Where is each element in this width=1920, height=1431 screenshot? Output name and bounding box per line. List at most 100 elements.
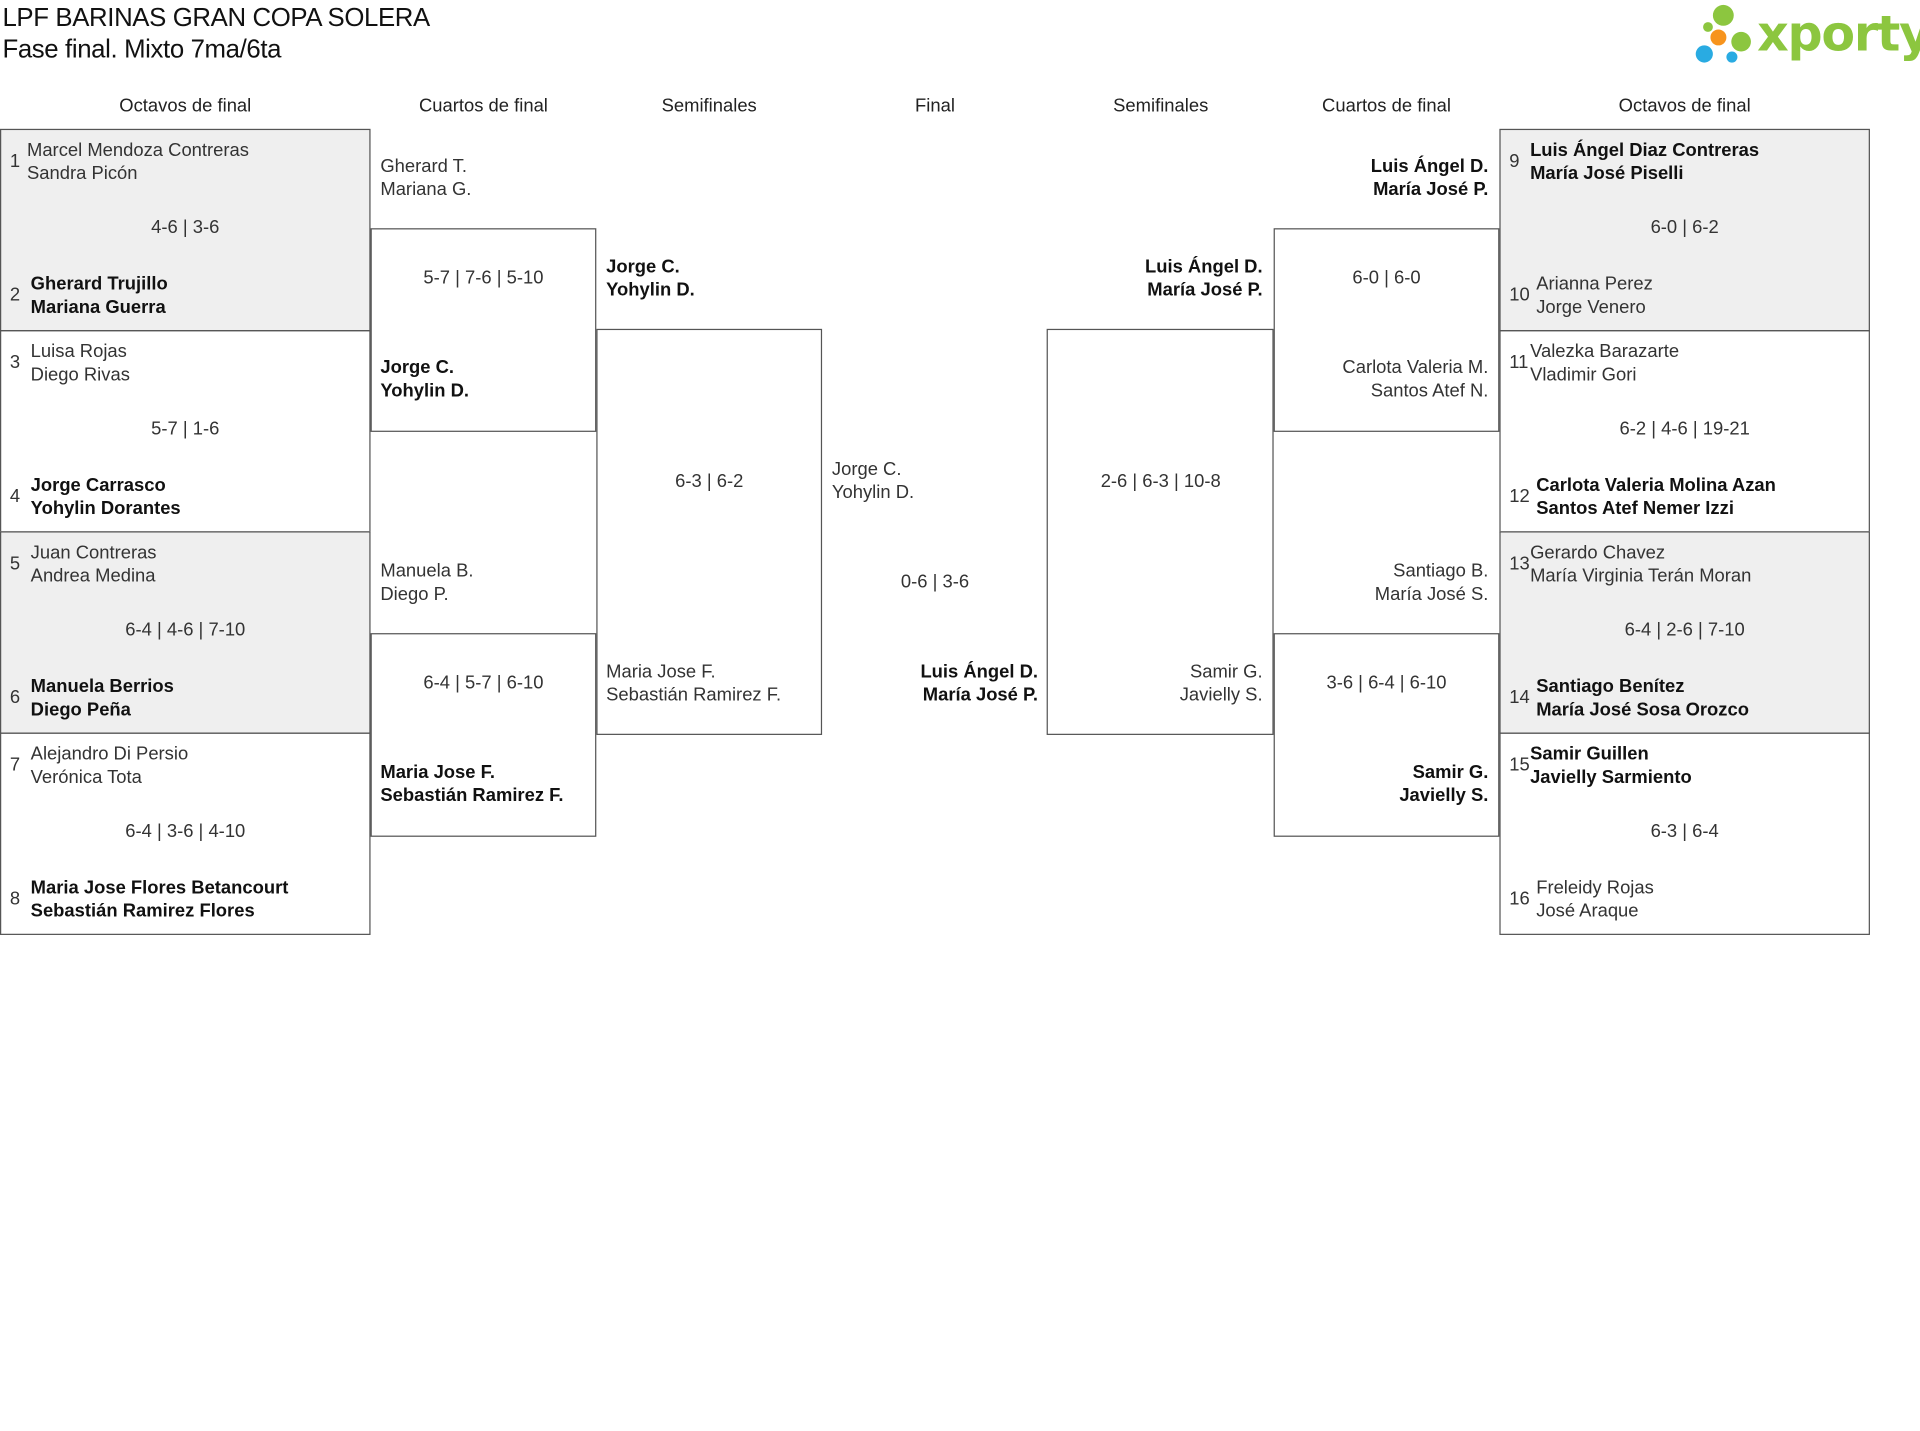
player-name: Luis Ángel D. bbox=[1370, 155, 1489, 177]
player-name: Jorge C. bbox=[606, 256, 680, 278]
seed-number: 11 bbox=[1509, 352, 1529, 374]
player-name: Marcel Mendoza Contreras bbox=[26, 139, 249, 161]
match-box-r16-right bbox=[1499, 732, 1870, 935]
player-name: Diego Peña bbox=[30, 699, 131, 721]
match-box-qf-right bbox=[1273, 228, 1500, 432]
seed-number: 6 bbox=[9, 687, 21, 708]
player-name: María José S. bbox=[1374, 584, 1489, 605]
player-name: Santos Atef Nemer Izzi bbox=[1536, 498, 1734, 520]
seed-number: 10 bbox=[1509, 284, 1530, 306]
team-a: Manuela B.Diego P. bbox=[380, 560, 473, 607]
player-name: Gherard T. bbox=[380, 155, 467, 177]
match-score: 0-6 | 3-6 bbox=[900, 571, 970, 593]
player-name: Samir G. bbox=[1412, 761, 1489, 783]
match-score: 6-3 | 6-2 bbox=[675, 471, 744, 493]
player-name: Carlota Valeria M. bbox=[1342, 357, 1489, 378]
logo-dot-orange-icon bbox=[1710, 29, 1727, 46]
seed-number: 16 bbox=[1509, 888, 1530, 910]
player-name: Samir G. bbox=[1189, 661, 1263, 683]
player-name: Mariana Guerra bbox=[30, 296, 166, 318]
player-name: Santiago Benítez bbox=[1536, 676, 1685, 697]
match-score: 6-4 | 5-7 | 6-10 bbox=[423, 672, 544, 694]
player-name: Maria Jose Flores Betancourt bbox=[30, 877, 289, 899]
match-box-r16-right bbox=[1499, 128, 1870, 332]
match-box-sf-right bbox=[1046, 328, 1274, 735]
player-name: María José Piselli bbox=[1530, 163, 1684, 185]
match-box-r16-left bbox=[0, 531, 371, 734]
player-name: Andrea Medina bbox=[30, 565, 156, 587]
player-name: María José Sosa Orozco bbox=[1536, 699, 1749, 721]
player-name: Diego P. bbox=[380, 584, 449, 605]
match-box-r16-left bbox=[0, 732, 371, 935]
player-name: Jorge Carrasco bbox=[30, 474, 166, 496]
player-name: Yohylin D. bbox=[606, 279, 695, 301]
match-score: 2-6 | 6-3 | 10-8 bbox=[1100, 471, 1221, 493]
player-name: Jorge Venero bbox=[1536, 296, 1646, 318]
match-score: 6-3 | 6-4 bbox=[1650, 820, 1719, 842]
player-name: Yohylin D. bbox=[380, 380, 470, 402]
player-name: Verónica Tota bbox=[30, 766, 142, 788]
player-name: Luis Ángel D. bbox=[920, 661, 1039, 683]
xporty-logo: xporty bbox=[1693, 4, 1920, 69]
player-name: Carlota Valeria Molina Azan bbox=[1536, 474, 1776, 496]
match-score: 5-7 | 7-6 | 5-10 bbox=[423, 267, 544, 289]
seed-number: 13 bbox=[1509, 553, 1530, 575]
round-header-qf-left: Cuartos de final bbox=[418, 95, 548, 117]
logo-dot-green-right-icon bbox=[1731, 31, 1751, 52]
round-header-r16-left: Octavos de final bbox=[119, 95, 252, 117]
player-name: Luis Ángel D. bbox=[1144, 256, 1263, 278]
team-b: Maria Jose F.Sebastián Ramirez F. bbox=[380, 761, 563, 808]
seed-number: 7 bbox=[9, 754, 21, 776]
player-name: Freleidy Rojas bbox=[1536, 877, 1654, 899]
player-name: María Virginia Terán Moran bbox=[1530, 565, 1752, 587]
match-score: 6-4 | 3-6 | 4-10 bbox=[125, 820, 246, 842]
match-box-qf-left bbox=[370, 633, 597, 837]
player-name: Alejandro Di Persio bbox=[30, 743, 189, 765]
team-b: Samir G.Javielly S. bbox=[1255, 761, 1488, 808]
seed-number: 15 bbox=[1509, 754, 1530, 776]
match-box-qf-left bbox=[370, 228, 597, 432]
player-name: Arianna Perez bbox=[1536, 273, 1653, 295]
logo-dot-green-icon bbox=[1712, 4, 1734, 26]
seed-number: 4 bbox=[9, 485, 21, 507]
seed-number: 9 bbox=[1509, 150, 1520, 172]
round-header-sf-left: Semifinales bbox=[661, 95, 757, 117]
match-score: 3-6 | 6-4 | 6-10 bbox=[1326, 672, 1447, 694]
seed-number: 5 bbox=[9, 553, 21, 575]
player-name: Jorge C. bbox=[380, 357, 455, 378]
team-b: Maria Jose F.Sebastián Ramirez F. bbox=[606, 660, 781, 707]
seed-number: 14 bbox=[1509, 687, 1530, 708]
page-subtitle: Fase final. Mixto 7ma/6ta bbox=[2, 35, 282, 64]
team-b: Carlota Valeria M.Santos Atef N. bbox=[1255, 356, 1488, 403]
player-name: Juan Contreras bbox=[30, 542, 157, 564]
match-score: 4-6 | 3-6 bbox=[151, 217, 220, 239]
page-title: LPF BARINAS GRAN COPA SOLERA bbox=[2, 3, 430, 32]
player-name: Jorge C. bbox=[831, 458, 902, 480]
player-name: Gherard Trujillo bbox=[30, 273, 168, 295]
player-name: Javielly S. bbox=[1399, 785, 1489, 807]
team-b: Samir G.Javielly S. bbox=[1029, 660, 1263, 707]
match-score: 6-4 | 4-6 | 7-10 bbox=[125, 619, 246, 641]
team-a: Gherard T.Mariana G. bbox=[380, 155, 471, 202]
team-a: Luis Ángel D.María José P. bbox=[1255, 155, 1489, 202]
player-name: Diego Rivas bbox=[30, 364, 130, 386]
match-box-sf-left bbox=[596, 328, 823, 735]
player-name: Luis Ángel Diaz Contreras bbox=[1530, 139, 1760, 161]
logo-dot-green-small-icon bbox=[1703, 22, 1713, 32]
team-b: Jorge C.Yohylin D. bbox=[380, 356, 469, 403]
logo-text: xporty bbox=[1757, 6, 1920, 63]
player-name: Samir Guillen bbox=[1530, 743, 1649, 765]
seed-number: 3 bbox=[9, 352, 21, 374]
